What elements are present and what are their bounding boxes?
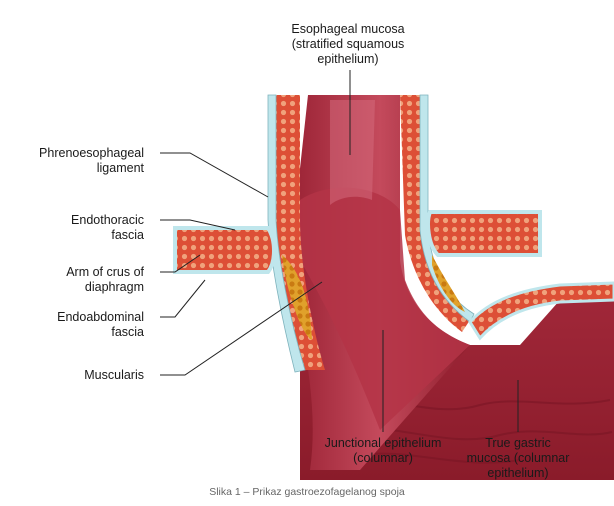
label-phrenoesophageal: Phrenoesophageal ligament <box>39 146 144 176</box>
label-line: epithelium) <box>487 466 549 480</box>
label-line: Endoabdominal <box>57 310 144 324</box>
leader-phrenoesophageal <box>160 152 269 198</box>
label-line: Junctional epithelium <box>324 436 442 450</box>
leader-endothoracic <box>160 219 236 231</box>
label-line: True gastric <box>485 436 551 450</box>
label-line: fascia <box>111 325 144 339</box>
label-line: Arm of crus of <box>66 265 144 279</box>
junctional-zone <box>300 187 470 430</box>
label-line: Muscularis <box>84 368 144 382</box>
label-endothoracic: Endothoracic fascia <box>71 213 144 243</box>
label-endoabdominal: Endoabdominal fascia <box>57 310 144 340</box>
label-line: fascia <box>111 228 144 242</box>
label-line: Phrenoesophageal <box>39 146 144 160</box>
leader-endoabdominal <box>160 279 206 318</box>
label-junctional: Junctional epithelium (columnar) <box>323 436 443 466</box>
right-wall-muscle <box>400 95 470 332</box>
figure-caption: Slika 1 – Prikaz gastroezofagelanog spoj… <box>209 486 405 498</box>
label-line: (stratified squamous <box>291 37 405 51</box>
stomach-outer-wall <box>468 281 614 341</box>
left-fat-pad <box>282 255 312 340</box>
mucosa-highlight <box>330 100 375 205</box>
right-fat-pad <box>432 255 465 312</box>
leader-crus <box>160 254 201 273</box>
label-line: (columnar) <box>353 451 413 465</box>
label-gastric: True gastric mucosa (columnar epithelium… <box>462 436 574 481</box>
left-wall-muscle <box>276 95 325 370</box>
label-line: ligament <box>96 161 144 175</box>
label-line: epithelium) <box>317 52 379 66</box>
leader-lines <box>160 70 519 432</box>
leader-muscularis <box>160 281 323 376</box>
label-esophageal-mucosa: Esophageal mucosa (stratified squamous e… <box>248 22 448 67</box>
label-crus: Arm of crus of diaphragm <box>66 265 144 295</box>
label-line: mucosa (columnar <box>466 451 570 465</box>
label-line: Endothoracic <box>71 213 144 227</box>
label-line: diaphragm <box>84 280 144 294</box>
right-crus <box>426 210 542 257</box>
left-crus <box>173 226 276 274</box>
label-muscularis: Muscularis <box>84 368 144 383</box>
label-line: Esophageal mucosa <box>291 22 405 36</box>
